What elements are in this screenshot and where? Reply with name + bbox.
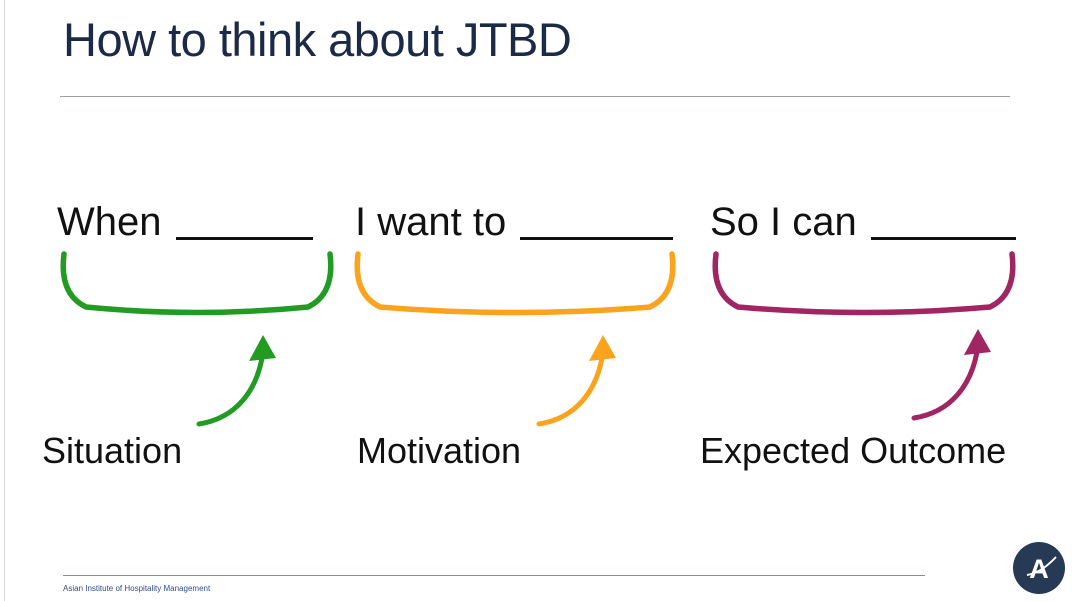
- phrase-when: When: [57, 197, 315, 245]
- label-expected-outcome: Expected Outcome: [700, 430, 1007, 471]
- page-title: How to think about JTBD: [63, 13, 572, 66]
- situation-arrow-icon: [193, 333, 285, 428]
- title-divider: [60, 96, 1010, 97]
- phrase-i-want-to-text: I want to: [355, 200, 507, 244]
- curved-arrow-berry: [911, 329, 991, 421]
- bracket-shape-orange: [354, 251, 676, 316]
- footer-institution-name: Asian Institute of Hospitality Managemen…: [63, 584, 211, 593]
- phrase-i-want-to-blank-line: [520, 237, 673, 240]
- motivation-arrow-icon: [533, 333, 625, 428]
- bracket-shape-berry: [712, 251, 1016, 316]
- phrase-so-i-can: So I can: [710, 197, 1018, 245]
- curved-arrow-green: [196, 335, 276, 427]
- logo-a-icon: A: [1013, 542, 1065, 594]
- phrase-when-text: When: [57, 200, 162, 244]
- phrase-i-want-to: I want to: [355, 197, 675, 245]
- expected-outcome-bracket: [710, 250, 1018, 327]
- logo-letter: A: [1029, 554, 1049, 584]
- expected-outcome-arrow-icon: [908, 327, 1000, 422]
- phrase-when-blank-line: [175, 237, 313, 240]
- phrase-so-i-can-blank-line: [870, 237, 1016, 240]
- label-situation: Situation: [42, 430, 183, 471]
- phrase-so-i-can-text: So I can: [710, 200, 857, 244]
- curved-arrow-orange: [536, 335, 616, 427]
- label-motivation: Motivation: [357, 430, 522, 471]
- bracket-shape-green: [60, 251, 334, 316]
- left-edge-line: [4, 0, 5, 601]
- motivation-bracket: [352, 250, 678, 327]
- institution-logo: A: [1013, 542, 1065, 594]
- footer-divider: [63, 575, 925, 576]
- situation-bracket: [58, 250, 336, 327]
